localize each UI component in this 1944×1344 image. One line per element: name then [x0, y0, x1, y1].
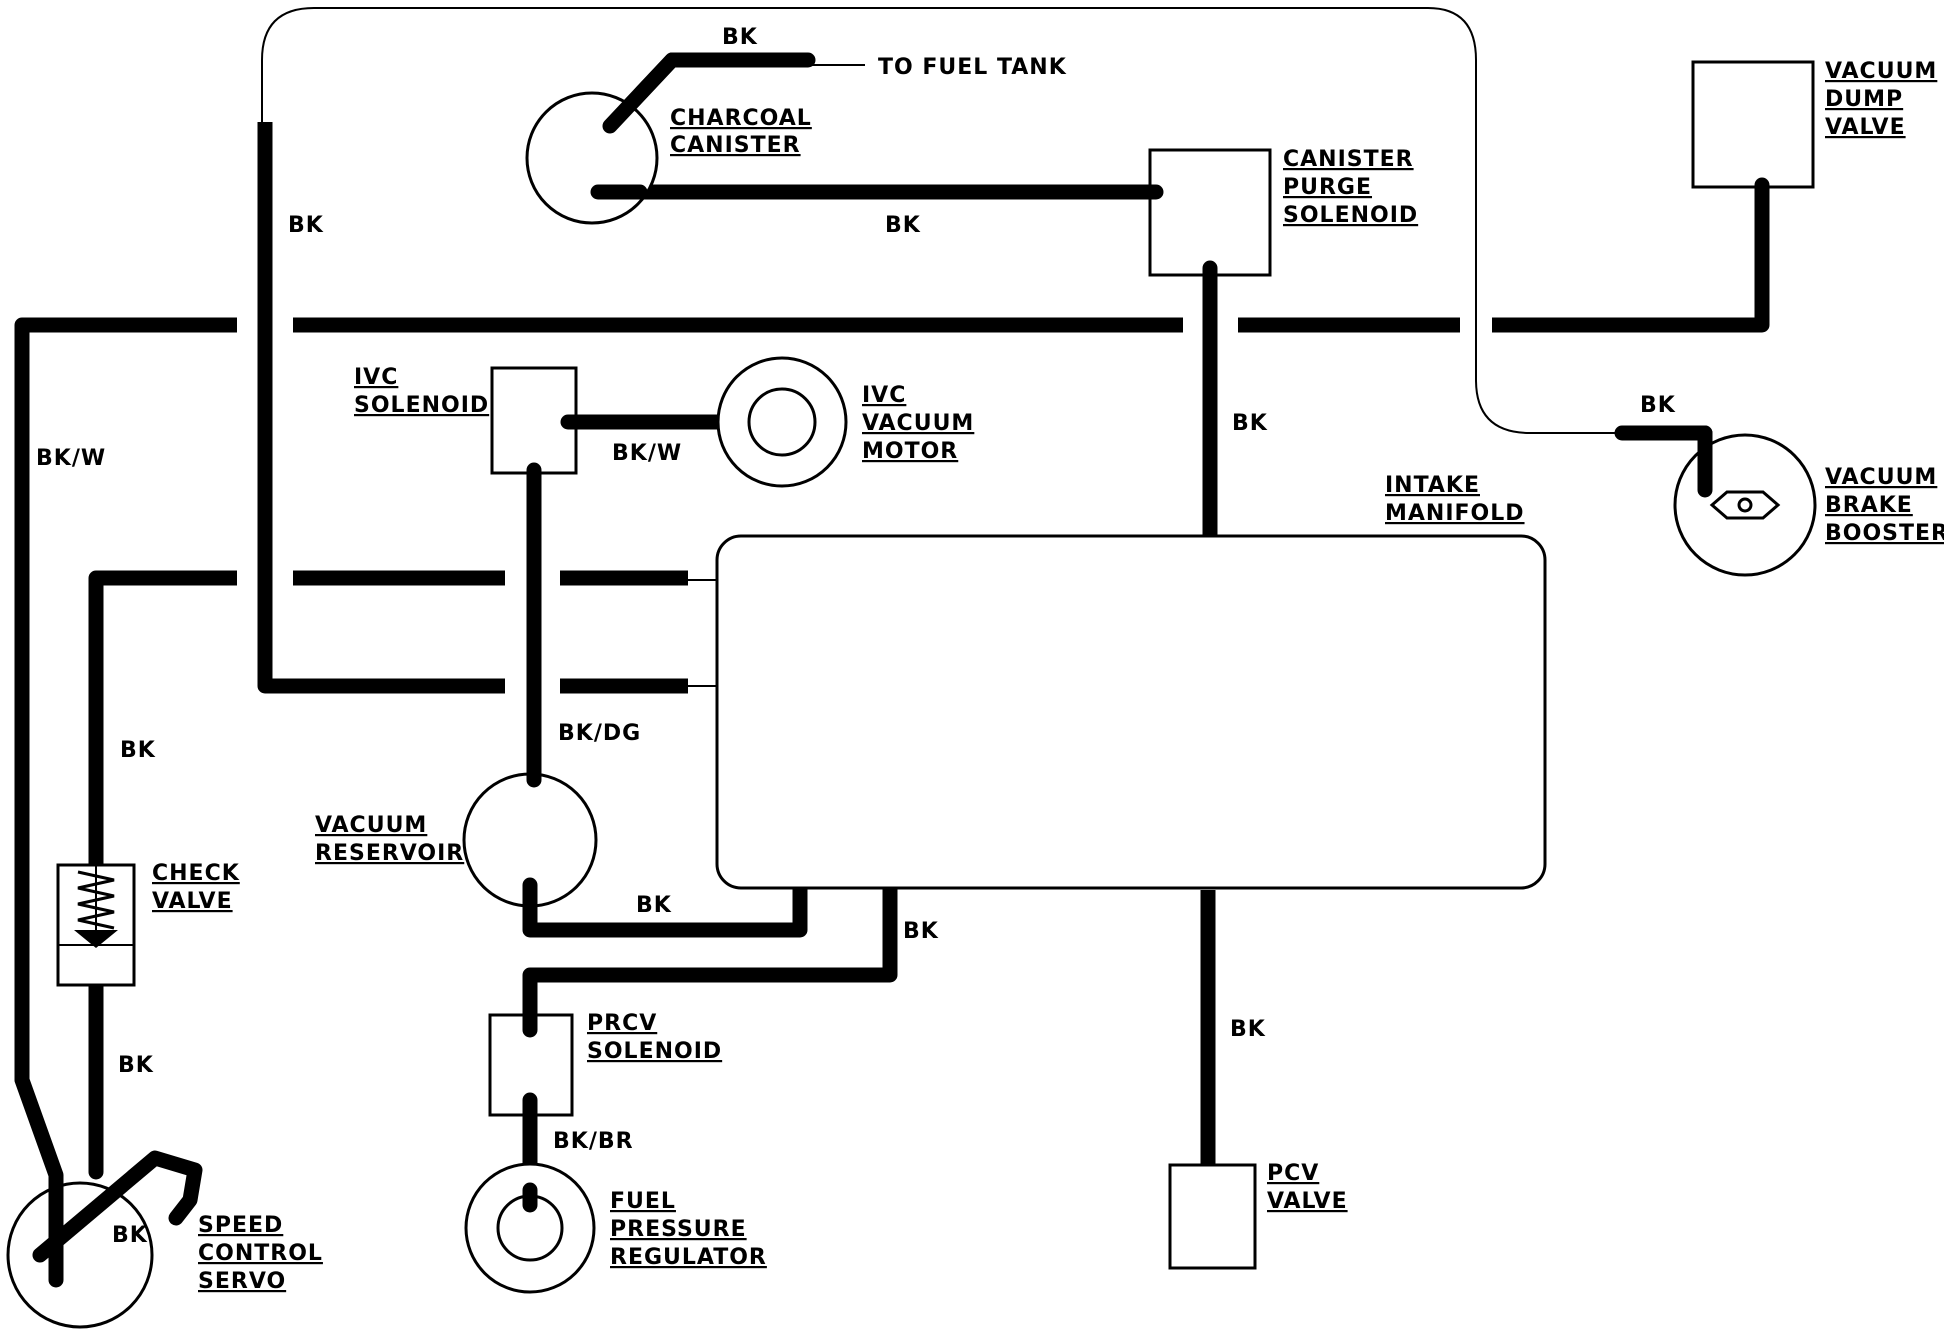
- label-speed-control-servo: SPEED CONTROL SERVO: [198, 1213, 323, 1294]
- thin-line-loop: [261, 7, 1622, 434]
- svg-text:VACUUM: VACUUM: [862, 411, 974, 436]
- hose-label-check-valve-upper: BK: [120, 738, 156, 763]
- vacuum-brake-booster: [1673, 433, 1817, 577]
- svg-text:MANIFOLD: MANIFOLD: [1385, 501, 1525, 526]
- svg-text:CANISTER: CANISTER: [670, 133, 801, 158]
- svg-text:MOTOR: MOTOR: [862, 439, 958, 464]
- intake-manifold: [715, 534, 1547, 890]
- svg-text:VACUUM: VACUUM: [315, 813, 427, 838]
- speed-control-servo: [6, 1181, 154, 1329]
- svg-text:SERVO: SERVO: [198, 1269, 286, 1294]
- hose-label-manifold-to-pcv: BK: [1230, 1017, 1266, 1042]
- svg-text:SOLENOID: SOLENOID: [587, 1039, 722, 1064]
- hose-label-ivc-to-motor: BK/W: [612, 441, 682, 466]
- hose-label-prcv-to-regulator: BK/BR: [553, 1129, 634, 1154]
- hose-label-servo-feed: BK/W: [36, 446, 106, 471]
- label-ivc-vacuum-motor: IVC VACUUM MOTOR: [862, 383, 974, 464]
- svg-text:PCV: PCV: [1267, 1161, 1319, 1186]
- svg-text:INTAKE: INTAKE: [1385, 473, 1480, 498]
- svg-text:BOOSTER: BOOSTER: [1825, 521, 1944, 546]
- svg-text:SOLENOID: SOLENOID: [354, 393, 489, 418]
- charcoal-canister: [525, 91, 659, 225]
- svg-text:DUMP: DUMP: [1825, 87, 1903, 112]
- label-canister-purge-solenoid: CANISTER PURGE SOLENOID: [1283, 147, 1418, 228]
- svg-text:SOLENOID: SOLENOID: [1283, 203, 1418, 228]
- label-vacuum-brake-booster: VACUUM BRAKE BOOSTER: [1825, 465, 1944, 546]
- pcv-valve: [1168, 1163, 1257, 1270]
- svg-text:CHECK: CHECK: [152, 861, 240, 886]
- vacuum-dump-valve: [1691, 60, 1815, 189]
- svg-text:VACUUM: VACUUM: [1825, 59, 1937, 84]
- hose-label-reservoir-to-manifold: BK: [636, 893, 672, 918]
- svg-text:CHARCOAL: CHARCOAL: [670, 106, 812, 131]
- hose-label-purge-to-manifold: BK: [1232, 411, 1268, 436]
- svg-text:PURGE: PURGE: [1283, 175, 1372, 200]
- label-fuel-pressure-regulator: FUEL PRESSURE REGULATOR: [610, 1189, 767, 1270]
- svg-text:RESERVOIR: RESERVOIR: [315, 841, 464, 866]
- svg-text:VACUUM: VACUUM: [1825, 465, 1937, 490]
- canister-inlet: [602, 52, 680, 134]
- svg-text:IVC: IVC: [862, 383, 906, 408]
- hose-label-manifold-to-prcv: BK: [903, 919, 939, 944]
- svg-text:VALVE: VALVE: [1267, 1189, 1348, 1214]
- svg-text:REGULATOR: REGULATOR: [610, 1245, 767, 1270]
- hose-label-check-valve-lower: BK: [118, 1053, 154, 1078]
- canister-purge-solenoid: [1148, 148, 1272, 277]
- label-charcoal-canister: CHARCOAL CANISTER: [670, 106, 812, 158]
- ivc-vacuum-motor: [716, 356, 848, 488]
- hose-manifold-to-prcv: [522, 882, 898, 1030]
- hose-label-canister-to-purge: BK: [885, 213, 921, 238]
- svg-text:FUEL: FUEL: [610, 1189, 676, 1214]
- check-valve: [56, 863, 136, 987]
- svg-text:VALVE: VALVE: [1825, 115, 1906, 140]
- hose-servo-loop: [32, 1150, 203, 1263]
- label-vacuum-dump-valve: VACUUM DUMP VALVE: [1825, 59, 1937, 140]
- label-ivc-solenoid: IVC SOLENOID: [354, 365, 489, 418]
- hose-label-brake-booster: BK: [1640, 393, 1676, 418]
- svg-text:IVC: IVC: [354, 365, 398, 390]
- label-vacuum-reservoir: VACUUM RESERVOIR: [315, 813, 464, 866]
- svg-text:VALVE: VALVE: [152, 889, 233, 914]
- main-hose-row-middle: [88, 570, 688, 878]
- hose-label-ivc-to-reservoir: BK/DG: [558, 721, 641, 746]
- svg-text:SPEED: SPEED: [198, 1213, 283, 1238]
- svg-text:BRAKE: BRAKE: [1825, 493, 1913, 518]
- label-pcv-valve: PCV VALVE: [1267, 1161, 1348, 1214]
- hose-label-canister-to-tank: BK: [722, 25, 758, 50]
- svg-text:CANISTER: CANISTER: [1283, 147, 1414, 172]
- label-prcv-solenoid: PRCV SOLENOID: [587, 1011, 722, 1064]
- svg-text:CONTROL: CONTROL: [198, 1241, 323, 1266]
- hose-label-servo-loop: BK: [112, 1223, 148, 1248]
- svg-text:PRCV: PRCV: [587, 1011, 657, 1036]
- main-hose-row-lower: [257, 122, 688, 694]
- hose-label-left-vertical: BK: [288, 213, 324, 238]
- fuel-pressure-regulator: [464, 1162, 596, 1294]
- label-intake-manifold: INTAKE MANIFOLD: [1385, 473, 1525, 526]
- svg-text:PRESSURE: PRESSURE: [610, 1217, 747, 1242]
- label-to-fuel-tank: TO FUEL TANK: [878, 55, 1067, 80]
- label-check-valve: CHECK VALVE: [152, 861, 240, 914]
